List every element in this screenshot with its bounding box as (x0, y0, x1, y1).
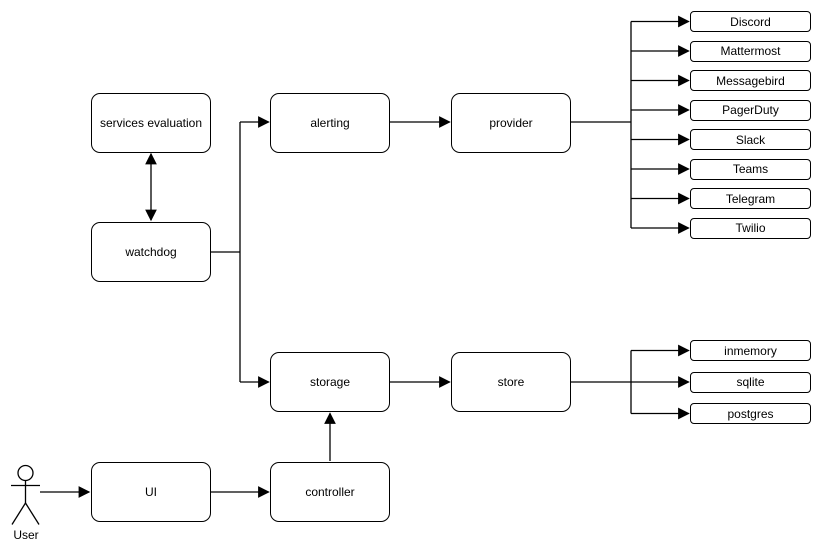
user-actor-icon (11, 464, 40, 525)
node-provider-label: provider (489, 116, 533, 130)
node-provider-twilio: Twilio (690, 217, 811, 239)
node-services-evaluation: services evaluation (91, 93, 211, 153)
node-store-label: store (497, 375, 525, 389)
node-storage: storage (270, 352, 390, 412)
leaf-label: inmemory (724, 343, 777, 358)
node-store-inmemory: inmemory (690, 340, 811, 361)
node-alerting: alerting (270, 93, 390, 153)
leaf-label: PagerDuty (722, 103, 779, 117)
user-actor-label: User (13, 528, 39, 542)
node-provider-mattermost: Mattermost (690, 40, 811, 62)
leaf-label: Twilio (735, 221, 766, 235)
leaf-label: postgres (727, 406, 774, 421)
node-provider-messagebird: Messagebird (690, 70, 811, 91)
node-provider: provider (451, 93, 571, 153)
node-services-evaluation-label: services evaluation (99, 116, 203, 130)
leaf-label: sqlite (736, 375, 765, 389)
node-ui-label: UI (145, 485, 157, 499)
node-provider-slack: Slack (690, 129, 811, 150)
node-ui: UI (91, 462, 211, 522)
node-controller-label: controller (305, 485, 355, 499)
node-store: store (451, 352, 571, 412)
node-provider-telegram: Telegram (690, 188, 811, 209)
node-store-postgres: postgres (690, 403, 811, 424)
node-alerting-label: alerting (310, 116, 350, 130)
leaf-label: Mattermost (720, 44, 781, 58)
node-watchdog: watchdog (91, 222, 211, 282)
leaf-label: Telegram (725, 191, 776, 206)
node-provider-teams: Teams (690, 158, 811, 180)
node-provider-discord: Discord (690, 11, 811, 32)
node-controller: controller (270, 462, 390, 522)
node-store-sqlite: sqlite (690, 371, 811, 393)
node-storage-label: storage (309, 375, 351, 389)
node-watchdog-label: watchdog (125, 245, 177, 259)
leaf-label: Discord (730, 14, 771, 29)
node-provider-pagerduty: PagerDuty (690, 99, 811, 121)
leaf-label: Messagebird (716, 73, 785, 88)
leaf-label: Slack (735, 132, 766, 147)
leaf-label: Teams (732, 162, 769, 176)
